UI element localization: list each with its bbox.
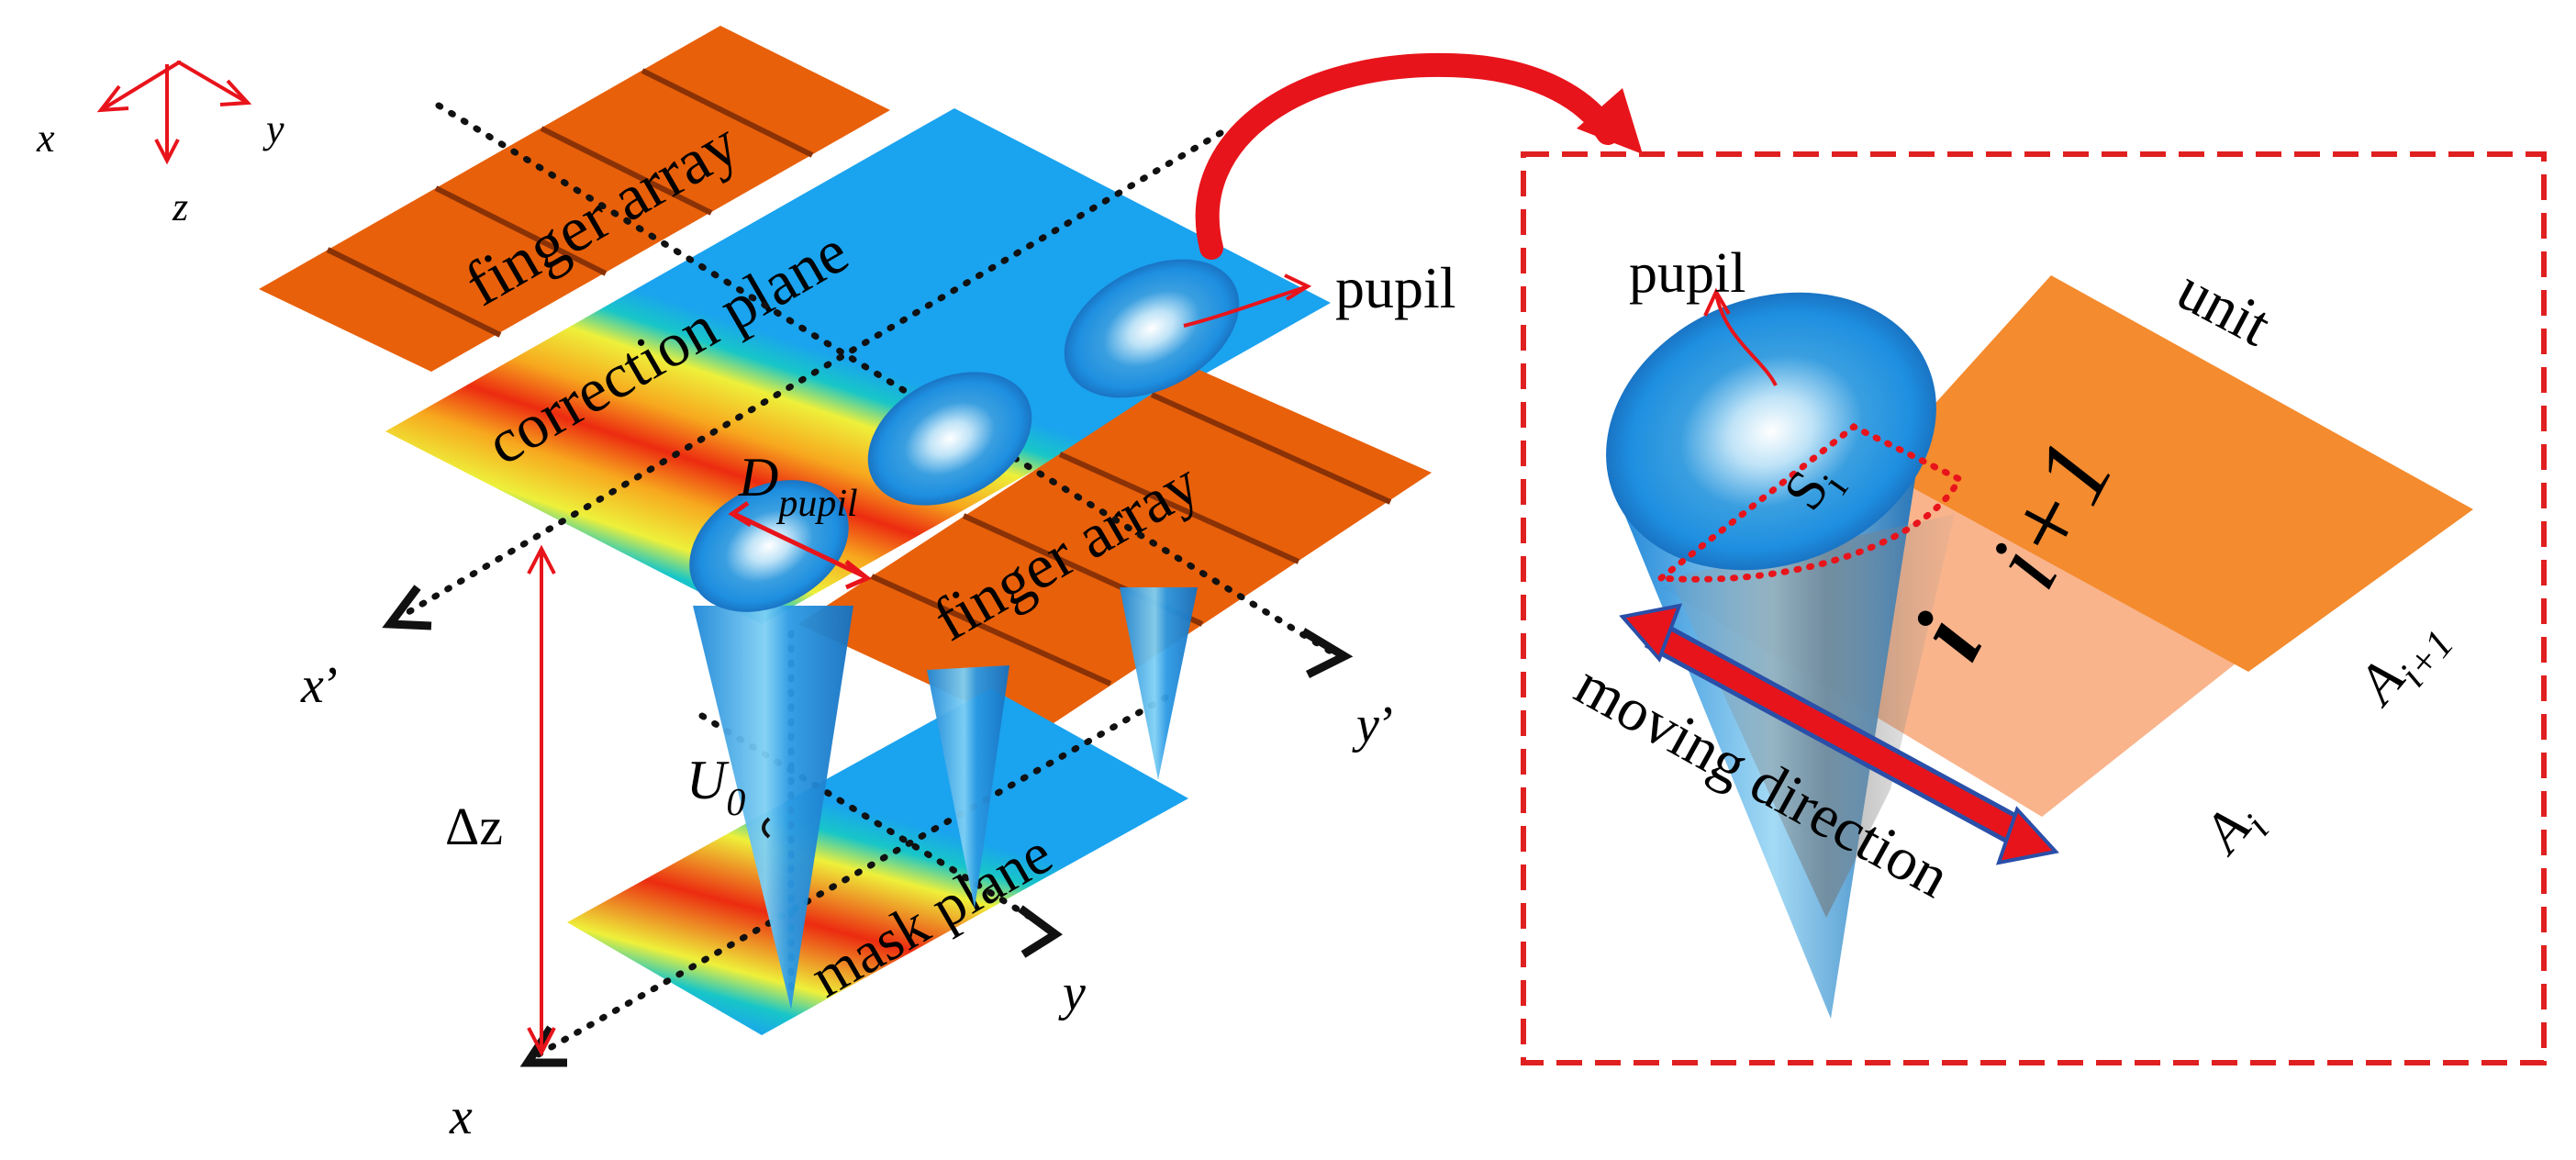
finger-array-top	[259, 26, 890, 372]
d-pupil-arrow	[728, 500, 872, 590]
u0-brace	[762, 817, 771, 839]
s-i-region	[1652, 422, 1964, 583]
triad-z-label: z	[172, 184, 188, 229]
axes-triad	[96, 61, 252, 165]
y-prime-label: y’	[1352, 697, 1397, 753]
finger-array-right	[798, 367, 1432, 734]
detail-pupil-disc	[1606, 292, 1936, 571]
unit-i-plus-1	[1877, 275, 2473, 672]
pupil-label-left: pupil	[1335, 255, 1456, 320]
a-i-label: Ai	[2190, 788, 2278, 874]
y-axis-label: y	[1058, 965, 1086, 1021]
zoom-arrow	[1195, 52, 1643, 260]
mask-plane	[567, 688, 1188, 1035]
delta-z-label: Δz	[445, 797, 503, 856]
pupil-pointer	[1183, 273, 1312, 328]
detail-frame	[1521, 151, 2547, 1065]
moving-direction-arrow	[1619, 603, 2059, 865]
primed-axis-arrowheads	[382, 585, 1354, 679]
a-next-label: Ai+1	[2344, 603, 2462, 724]
detail-pupil-label: pupil	[1629, 242, 1745, 305]
triad-y-label: y	[262, 106, 284, 151]
pupil-disc-2	[867, 372, 1032, 506]
triad-x-label: x	[36, 116, 55, 161]
pupil-disc-3	[1064, 259, 1240, 398]
unit-label: unit	[2167, 256, 2281, 360]
detail-pupil-pointer	[1703, 287, 1778, 386]
light-cones	[693, 587, 1198, 1009]
d-pupil-label: Dpupil	[738, 447, 858, 525]
delta-z-arrow	[527, 544, 556, 1057]
pupil-discs	[689, 259, 1240, 612]
primed-axes	[400, 102, 1334, 655]
x-axis-label: x	[449, 1088, 473, 1145]
correction-plane	[385, 108, 1331, 624]
u0-label: U0	[686, 750, 745, 824]
pupil-disc-1	[689, 480, 849, 612]
x-prime-label: x’	[300, 657, 341, 714]
